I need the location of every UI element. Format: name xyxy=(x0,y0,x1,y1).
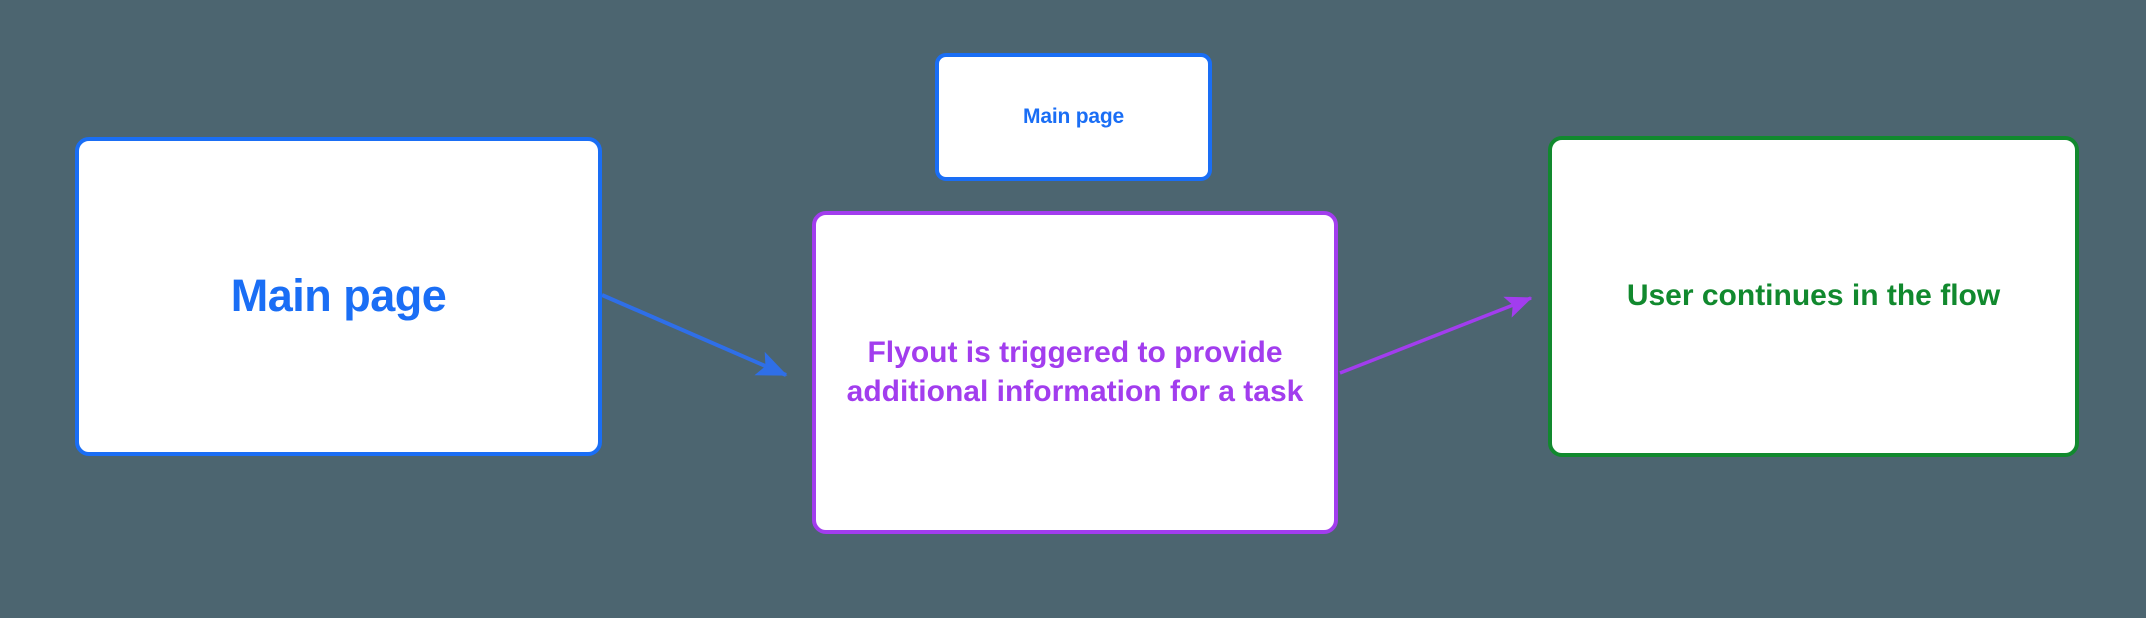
node-main-page-small[interactable]: Main page xyxy=(935,53,1212,181)
edge-main-page-to-flyout xyxy=(601,293,788,377)
node-main-page-large-label: Main page xyxy=(230,270,447,322)
node-user-continues-label: User continues in the flow xyxy=(1626,279,2001,313)
node-flyout-label: Flyout is triggered to provide additiona… xyxy=(846,336,1304,408)
edge-flyout-to-user-continues xyxy=(1339,296,1533,375)
node-main-page-large[interactable]: Main page xyxy=(75,137,602,456)
node-flyout[interactable]: Flyout is triggered to provide additiona… xyxy=(812,211,1338,534)
node-user-continues[interactable]: User continues in the flow xyxy=(1548,136,2079,457)
node-main-page-small-label: Main page xyxy=(1023,105,1124,129)
